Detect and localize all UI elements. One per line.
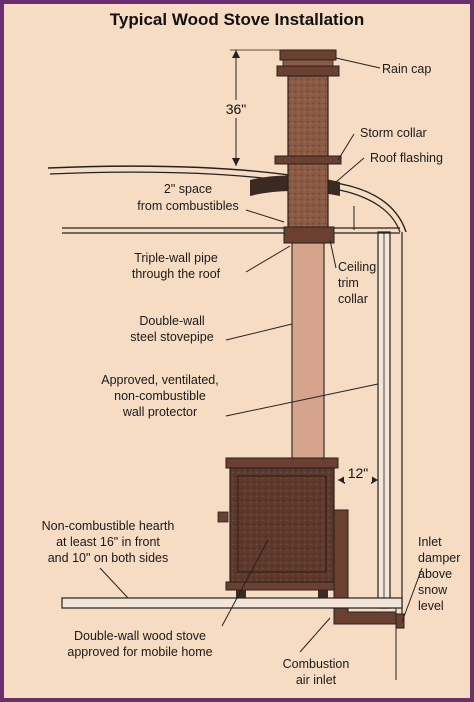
label-combustion-1: Combustion (283, 657, 350, 671)
label-double-pipe-2: steel stovepipe (130, 330, 213, 344)
storm-collar (274, 155, 342, 165)
label-inlet-2: damper (418, 551, 460, 565)
label-combustion-2: air inlet (296, 673, 337, 687)
label-stove-2: approved for mobile home (67, 645, 212, 659)
label-inlet-3: above (418, 567, 452, 581)
label-rain-cap: Rain cap (382, 62, 431, 76)
label-storm-collar: Storm collar (360, 126, 427, 140)
label-space-1: 2" space (164, 182, 212, 196)
label-ceiling-1: Ceiling (338, 260, 376, 274)
label-space-2: from combustibles (137, 199, 238, 213)
label-hearth-2: at least 16" in front (56, 535, 160, 549)
ceiling (62, 227, 400, 234)
dimension-12-label: 12" (348, 465, 369, 481)
label-inlet-1: Inlet (418, 535, 442, 549)
label-ceiling-3: collar (338, 292, 368, 306)
label-triple-1: Triple-wall pipe (134, 251, 218, 265)
label-approved-1: Approved, ventilated, (101, 373, 218, 387)
label-inlet-5: level (418, 599, 444, 613)
diagram-title: Typical Wood Stove Installation (110, 10, 364, 29)
label-approved-3: wall protector (122, 405, 197, 419)
leader-lines (99, 57, 423, 653)
label-triple-2: through the roof (132, 267, 221, 281)
label-stove-1: Double-wall wood stove (74, 629, 206, 643)
dimension-12 (338, 466, 378, 484)
label-hearth-3: and 10" on both sides (48, 551, 169, 565)
dimension-36 (220, 49, 280, 166)
ceiling-trim-collar (283, 226, 335, 244)
wall-protector (377, 231, 391, 609)
label-approved-2: non-combustible (114, 389, 206, 403)
label-ceiling-2: trim (338, 276, 359, 290)
wood-stove (217, 457, 339, 600)
label-roof-flashing: Roof flashing (370, 151, 443, 165)
label-hearth-1: Non-combustible hearth (42, 519, 175, 533)
label-double-pipe-1: Double-wall (139, 314, 204, 328)
rain-cap (276, 49, 340, 77)
dimension-36-label: 36" (226, 101, 247, 117)
label-inlet-4: snow (418, 583, 448, 597)
combustion-air-duct (333, 509, 405, 629)
double-wall-stovepipe (291, 242, 325, 462)
